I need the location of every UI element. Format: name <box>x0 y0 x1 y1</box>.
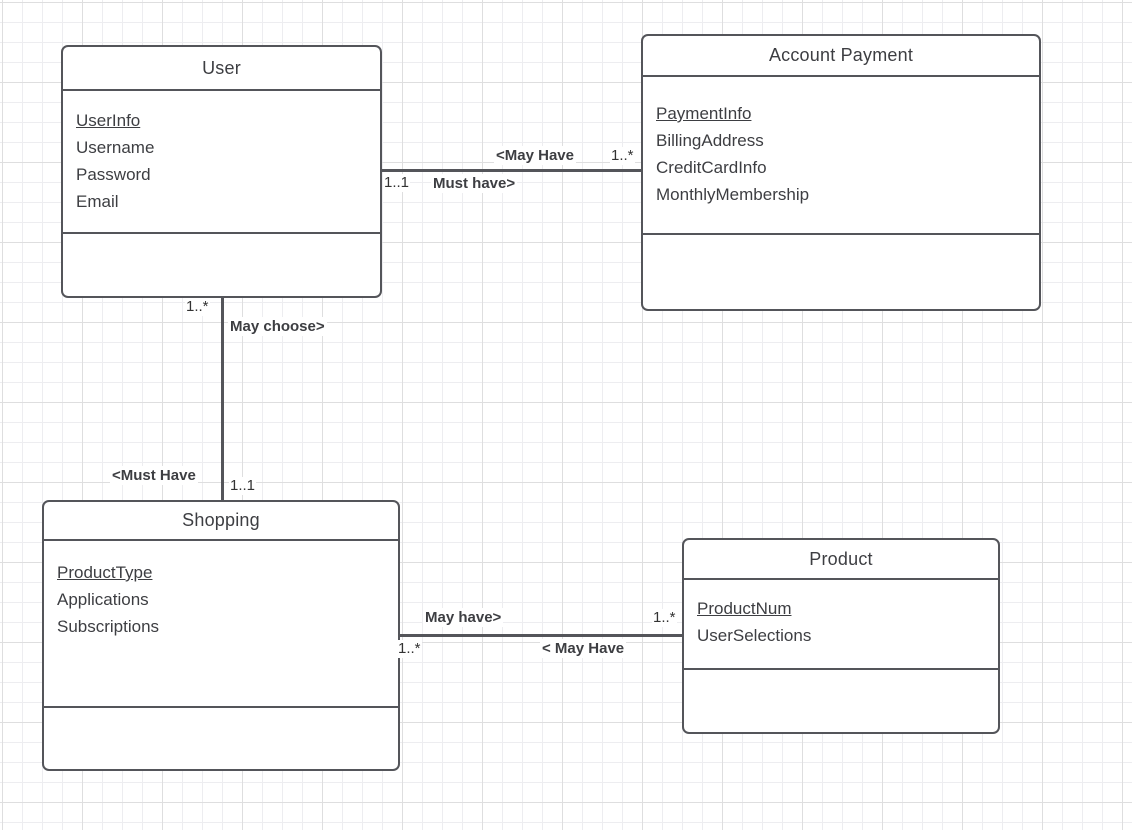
attribute: Applications <box>57 590 149 609</box>
connector-shopping-product[interactable] <box>400 634 682 637</box>
class-title-account-payment: Account Payment <box>768 45 914 65</box>
attribute: Password <box>76 165 151 184</box>
class-box-shopping[interactable]: Shopping ProductType Applications Subscr… <box>42 500 400 771</box>
class-methods-product <box>684 668 998 732</box>
multiplicity-label[interactable]: 1..1 <box>383 174 411 192</box>
multiplicity-label[interactable]: 1..* <box>652 609 677 627</box>
class-attributes-account-payment: PaymentInfo BillingAddress CreditCardInf… <box>643 75 1039 233</box>
class-box-account-payment[interactable]: Account Payment PaymentInfo BillingAddre… <box>641 34 1041 311</box>
relationship-label[interactable]: Must have> <box>431 174 518 193</box>
relationship-label[interactable]: May choose> <box>228 317 327 336</box>
multiplicity-label[interactable]: 1..* <box>185 298 210 316</box>
class-box-user[interactable]: User UserInfo Username Password Email <box>61 45 382 298</box>
class-attributes-shopping: ProductType Applications Subscriptions <box>44 539 398 706</box>
attribute: UserSelections <box>697 626 812 645</box>
connector-user-shopping[interactable] <box>221 297 224 501</box>
relationship-label[interactable]: <May Have <box>494 146 576 165</box>
attribute: UserInfo <box>76 111 141 130</box>
attribute: CreditCardInfo <box>656 158 767 177</box>
class-title-user: User <box>202 57 241 78</box>
class-methods-user <box>63 232 380 296</box>
attribute: MonthlyMembership <box>656 185 810 204</box>
attribute: ProductNum <box>697 599 792 618</box>
attribute: Username <box>76 138 155 157</box>
relationship-label[interactable]: < May Have <box>540 639 627 658</box>
attribute: Email <box>76 192 119 211</box>
attribute: Subscriptions <box>57 617 160 636</box>
class-title-product: Product <box>809 548 873 569</box>
multiplicity-label[interactable]: 1..* <box>397 640 422 658</box>
class-methods-account-payment <box>643 233 1039 309</box>
class-attributes-product: ProductNum UserSelections <box>684 578 998 668</box>
relationship-label[interactable]: May have> <box>423 608 504 627</box>
attribute: BillingAddress <box>656 131 764 150</box>
class-box-product[interactable]: Product ProductNum UserSelections <box>682 538 1000 734</box>
attribute: ProductType <box>57 563 153 582</box>
class-methods-shopping <box>44 706 398 769</box>
multiplicity-label[interactable]: 1..* <box>610 147 635 165</box>
class-title-shopping: Shopping <box>182 510 260 530</box>
class-attributes-user: UserInfo Username Password Email <box>63 89 380 232</box>
relationship-label[interactable]: <Must Have <box>110 466 198 485</box>
connector-user-account-payment[interactable] <box>382 169 641 172</box>
attribute: PaymentInfo <box>656 104 752 123</box>
multiplicity-label[interactable]: 1..1 <box>229 477 257 495</box>
